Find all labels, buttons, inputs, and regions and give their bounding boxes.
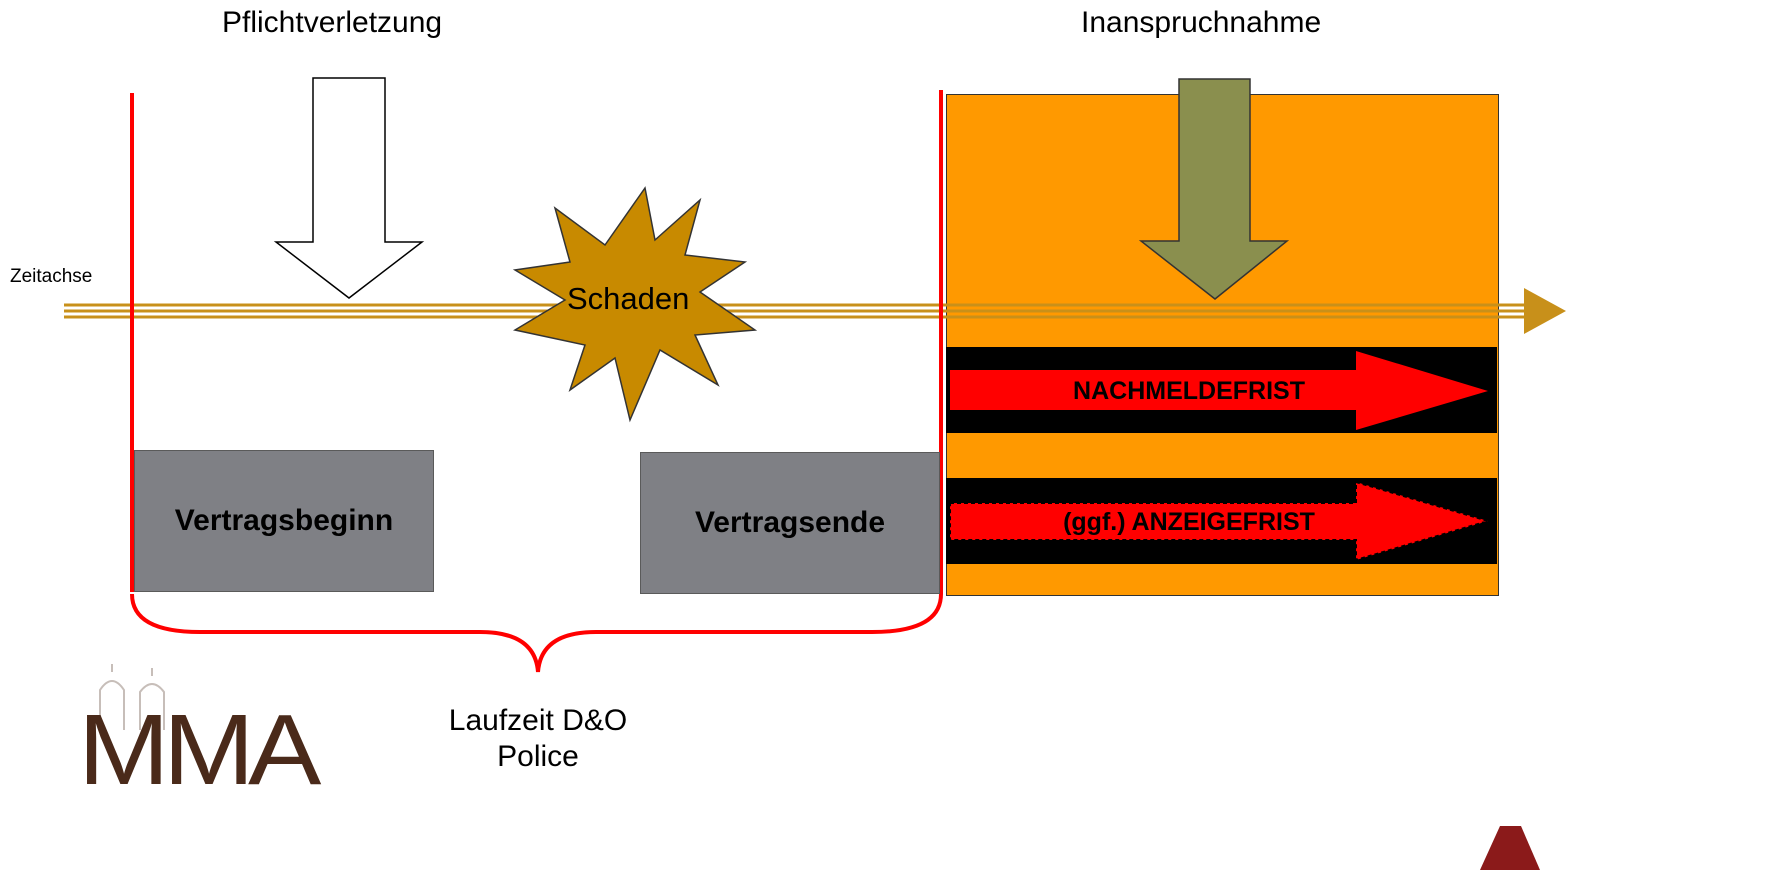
laufzeit-line2: Police — [497, 740, 579, 773]
zeitachse-label: Zeitachse — [10, 266, 93, 287]
anzeigefrist-label: (ggf.) ANZEIGEFRIST — [1063, 508, 1315, 536]
vertragsende-box: Vertragsende — [640, 452, 940, 594]
inanspruchnahme-label: Inanspruchnahme — [1081, 6, 1322, 39]
timeline-axis — [64, 288, 1566, 334]
pflichtverletzung-label: Pflichtverletzung — [222, 6, 443, 39]
vertragsbeginn-label: Vertragsbeginn — [174, 504, 394, 537]
laufzeit-label: Laufzeit D&O Police — [400, 703, 676, 775]
inanspruchnahme-arrow — [1138, 78, 1290, 300]
vertragsende-label: Vertragsende — [694, 506, 886, 539]
mma-logo-towers — [76, 664, 256, 731]
timeline-arrowhead — [1524, 288, 1566, 334]
nachmeldefrist-label: NACHMELDEFRIST — [1073, 377, 1305, 405]
corner-logo-fragment — [1480, 826, 1540, 870]
anzeigefrist-arrow — [949, 480, 1492, 562]
pflichtverletzung-arrow — [273, 77, 425, 299]
mma-logo: MMA — [78, 694, 321, 806]
schaden-starburst — [512, 186, 758, 423]
vertragsbeginn-box: Vertragsbeginn — [134, 450, 434, 592]
laufzeit-brace — [130, 593, 943, 673]
laufzeit-line1: Laufzeit D&O — [448, 704, 628, 737]
nachmeldefrist-arrow — [950, 351, 1488, 430]
schaden-label: Schaden — [567, 281, 690, 316]
